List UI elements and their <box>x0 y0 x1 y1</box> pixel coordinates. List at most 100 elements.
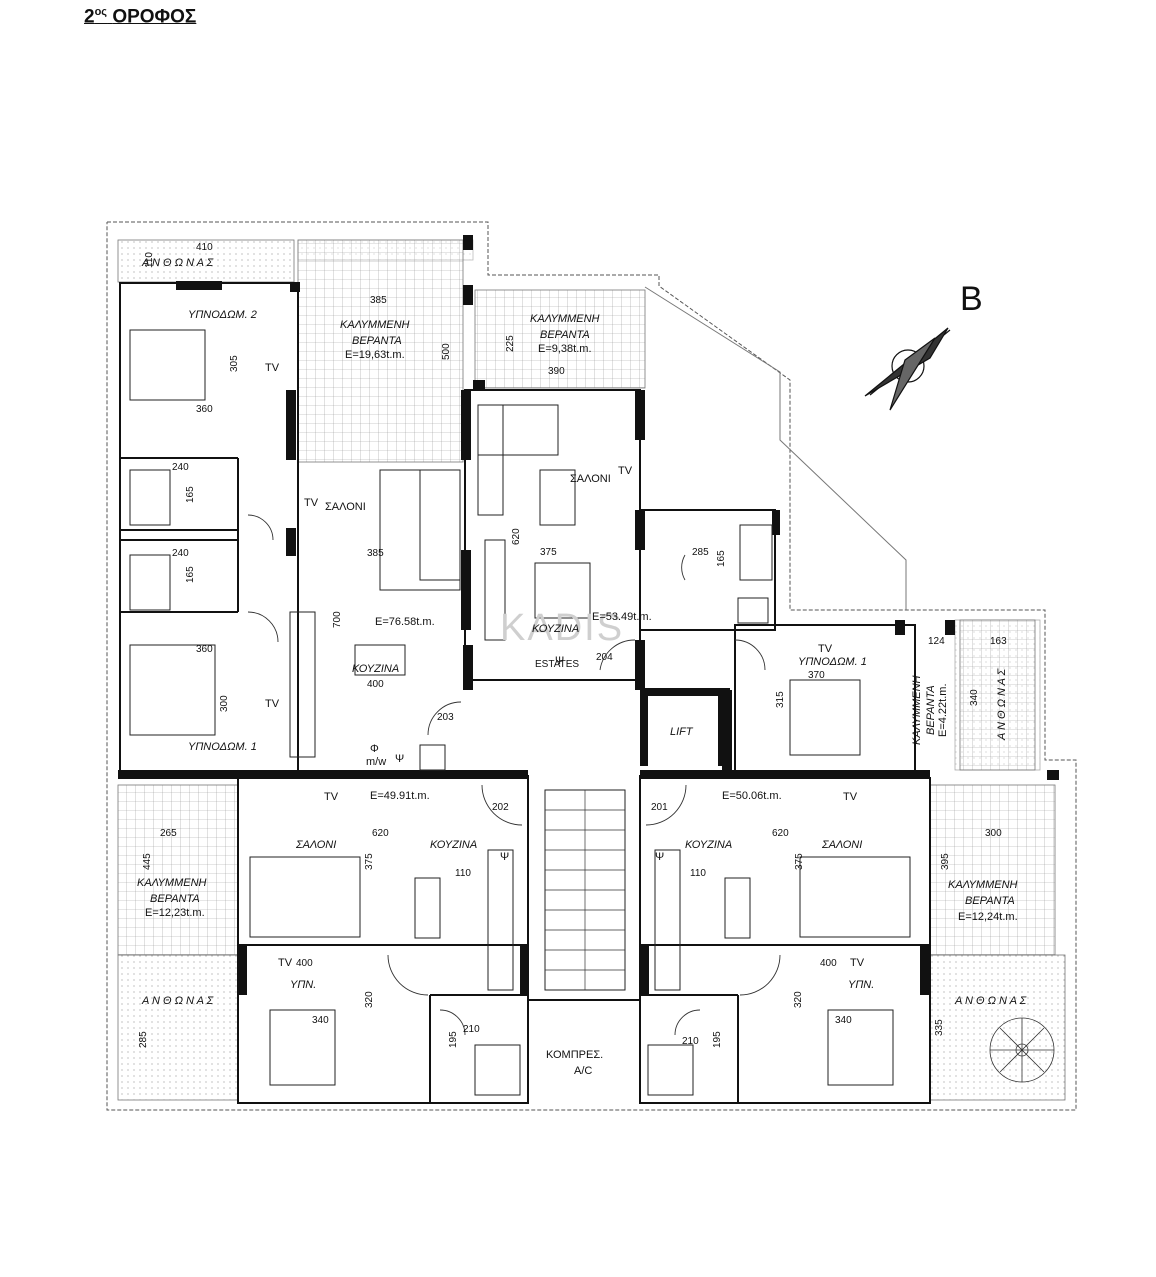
room-label-living-tc: ΣΑΛΟΝΙ <box>570 473 611 485</box>
dim: 300 <box>985 828 1002 839</box>
svg-text:320: 320 <box>364 991 375 1008</box>
svg-text:340: 340 <box>969 689 980 706</box>
dim: 240 <box>172 462 189 473</box>
svg-text:305: 305 <box>229 355 240 372</box>
svg-text:445: 445 <box>142 853 153 870</box>
dimension-labels: 410 385 390 360 240 240 385 360 400 203 … <box>160 242 1007 1047</box>
room-label-veranda-2: ΚΑΛΥΜΜΕΝΗ <box>530 313 600 325</box>
svg-text:195: 195 <box>448 1031 459 1048</box>
dim: 390 <box>548 366 565 377</box>
dim: 400 <box>296 958 313 969</box>
svg-text:320: 320 <box>793 991 804 1008</box>
room-label-veranda-br: ΚΑΛΥΜΜΕΝΗ <box>948 879 1018 891</box>
phi-label: Φ <box>370 743 379 755</box>
area-veranda-bl: Ε=12,23t.m. <box>145 907 205 919</box>
room-label-bedroom-br: ΥΠΝ. <box>848 979 874 991</box>
room-label-bedroom-2: ΥΠΝΟΔΩΜ. 2 <box>188 309 257 321</box>
area-apartment-201b: Ε=50.06t.m. <box>722 790 782 802</box>
north-arrow-icon <box>864 327 951 411</box>
planter-label-br: Α Ν Θ Ω Ν Α Σ <box>954 995 1027 1007</box>
room-label-veranda-1b: ΒΕΡΑΝΤΑ <box>352 335 402 347</box>
psi-label-4: Ψ <box>655 851 664 863</box>
room-label-living-br: ΣΑΛΟΝΙ <box>821 839 862 851</box>
area-veranda-br: Ε=12,24t.m. <box>958 911 1018 923</box>
svg-text:500: 500 <box>441 343 452 360</box>
dim: 265 <box>160 828 177 839</box>
site-edge <box>644 286 907 610</box>
room-label-bedroom-1-tl: ΥΠΝΟΔΩΜ. 1 <box>188 741 257 753</box>
area-apartment-202: Ε=49.91t.m. <box>370 790 430 802</box>
room-label-veranda-1: ΚΑΛΥΜΜΕΝΗ <box>340 319 410 331</box>
planter-label-top: Α Ν Θ Ω Ν Α Σ <box>141 257 214 269</box>
svg-text:315: 315 <box>775 691 786 708</box>
svg-text:Α Ν Θ Ω Ν Α Σ: Α Ν Θ Ω Ν Α Σ <box>996 668 1008 741</box>
dim: 124 <box>928 636 945 647</box>
dim: 375 <box>540 547 557 558</box>
dim: 340 <box>835 1015 852 1026</box>
area-apartment-204: Ε=53.49t.m. <box>592 611 652 623</box>
tv-label-4: TV <box>265 698 280 710</box>
svg-text:Ε=4.22t.m.: Ε=4.22t.m. <box>937 683 949 737</box>
svg-text:375: 375 <box>364 853 375 870</box>
room-label-bedroom-bl: ΥΠΝ. <box>290 979 316 991</box>
area-apartment-201: Ε=76.58t.m. <box>375 616 435 628</box>
dim: 204 <box>596 652 613 663</box>
watermark-sub: ESTATES <box>535 659 579 670</box>
area-veranda-1: Ε=19,63t.m. <box>345 349 405 361</box>
svg-text:165: 165 <box>185 486 196 503</box>
dim: 385 <box>370 295 387 306</box>
svg-text:165: 165 <box>716 550 727 567</box>
dim: 202 <box>492 802 509 813</box>
room-label-kitchen-tc: ΚΟΥΖΙΝΑ <box>532 623 579 635</box>
spiral-stair <box>989 1017 1055 1083</box>
room-label-ac: A/C <box>574 1065 592 1077</box>
dimension-labels-vertical: 110 500 225 305 165 165 700 300 620 165 … <box>138 252 980 1048</box>
svg-text:ΒΕΡΑΝΤΑ: ΒΕΡΑΝΤΑ <box>925 685 937 735</box>
tv-label-9: TV <box>850 957 865 969</box>
psi-label-1: Ψ <box>395 753 404 765</box>
dim: 110 <box>455 868 471 879</box>
room-label-living-bl: ΣΑΛΟΝΙ <box>295 839 336 851</box>
planter-label-right: Α Ν Θ Ω Ν Α Σ <box>996 668 1008 741</box>
room-label-kitchen-bl: ΚΟΥΖΙΝΑ <box>430 839 477 851</box>
planter-label-bl: Α Ν Θ Ω Ν Α Σ <box>141 995 214 1007</box>
watermark: KADIS <box>500 607 624 649</box>
svg-text:225: 225 <box>505 335 516 352</box>
north-label: B <box>960 280 983 318</box>
microwave-label: m/w <box>366 756 386 768</box>
dim: 400 <box>367 679 384 690</box>
dim: 240 <box>172 548 189 559</box>
room-label-bedroom-1-r: ΥΠΝΟΔΩΜ. 1 <box>798 656 867 668</box>
dim: 400 <box>820 958 837 969</box>
room-label-kitchen-tl: ΚΟΥΖΙΝΑ <box>352 663 399 675</box>
furniture <box>129 329 911 1096</box>
tv-label-7: TV <box>843 791 858 803</box>
svg-text:165: 165 <box>185 566 196 583</box>
room-label-veranda-2b: ΒΕΡΑΝΤΑ <box>540 329 590 341</box>
svg-text:395: 395 <box>940 853 951 870</box>
walls-thin <box>119 282 931 1104</box>
svg-text:300: 300 <box>219 695 230 712</box>
tv-label-5: TV <box>818 643 833 655</box>
dim: 203 <box>437 712 454 723</box>
tv-label-1: TV <box>265 362 280 374</box>
svg-text:700: 700 <box>332 611 343 628</box>
room-labels: ΥΠΝΟΔΩΜ. 2 ΚΑΛΥΜΜΕΝΗ ΒΕΡΑΝΤΑ Ε=19,63t.m.… <box>137 257 1027 1077</box>
dim: 620 <box>372 828 389 839</box>
outer-boundary <box>106 221 1077 1111</box>
dim: 620 <box>772 828 789 839</box>
tv-label-6: TV <box>324 791 339 803</box>
svg-text:335: 335 <box>934 1019 945 1036</box>
svg-text:110: 110 <box>144 252 155 268</box>
dim: 360 <box>196 644 213 655</box>
area-veranda-2: Ε=9,38t.m. <box>538 343 592 355</box>
dim: 340 <box>312 1015 329 1026</box>
dim: 210 <box>463 1024 480 1035</box>
svg-text:285: 285 <box>138 1031 149 1048</box>
walls-thick <box>118 235 1059 995</box>
veranda-hatching <box>117 239 1066 1101</box>
room-label-compressor: ΚΟΜΠΡΕΣ. <box>546 1049 603 1061</box>
psi-label-3: Ψ <box>500 851 509 863</box>
dim: 360 <box>196 404 213 415</box>
